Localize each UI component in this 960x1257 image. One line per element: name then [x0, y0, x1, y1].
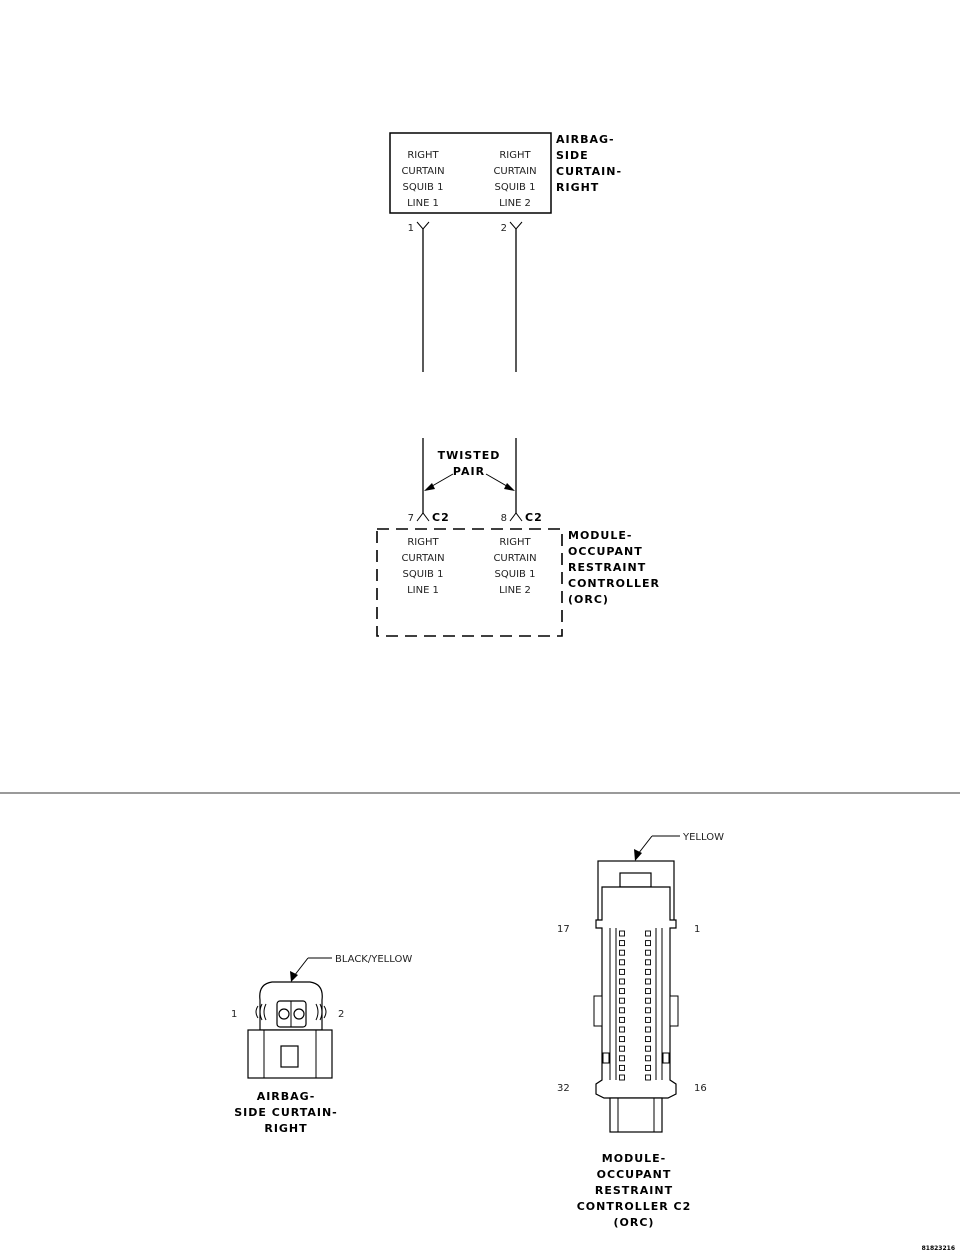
orc-pin-cavity [645, 1064, 651, 1071]
orc-pin8-label-line2: CURTAIN [493, 553, 536, 564]
airbag-pin1-label-line1: RIGHT [407, 150, 439, 161]
orc-pin-cavity [645, 930, 651, 937]
orc-pin-cavity [619, 1007, 625, 1014]
orc-caption-line4: CONTROLLER C2 [577, 1200, 692, 1213]
airbag-pin1-label-line4: LINE 1 [407, 198, 439, 209]
airbag-pin1-number: 1 [408, 223, 414, 234]
orc-caption-line5: (ORC) [614, 1216, 655, 1229]
airbag-caption-line3: RIGHT [264, 1122, 307, 1135]
orc-pin-cavity [619, 997, 625, 1004]
orc-pin7-terminal-icon [416, 512, 430, 522]
airbag-connector-pin2: 2 [338, 1009, 344, 1020]
orc-pin8-terminal-icon [509, 512, 523, 522]
orc-name-line1: MODULE- [568, 529, 632, 542]
airbag-component-name: AIRBAG- SIDE CURTAIN- RIGHT [556, 133, 622, 194]
orc-pin7-label-line3: SQUIB 1 [403, 569, 444, 580]
orc-pin-cavity [619, 1064, 625, 1071]
airbag-connector-pin1: 1 [231, 1009, 237, 1020]
twisted-pair-arrows [424, 473, 515, 491]
orc-pin8-connector: C2 [525, 511, 543, 524]
orc-pin-cavity [619, 959, 625, 966]
orc-connector-pin17: 17 [557, 924, 570, 935]
orc-pin-cavity [619, 978, 625, 985]
orc-pin8-label-line1: RIGHT [499, 537, 531, 548]
orc-pin-cavity [619, 988, 625, 995]
twisted-pair-label-line2: PAIR [453, 465, 485, 478]
orc-pin-cavity [619, 1036, 625, 1043]
airbag-caption-line2: SIDE CURTAIN- [234, 1106, 338, 1119]
airbag-pin1-terminal-icon [416, 221, 430, 230]
airbag-caption-line1: AIRBAG- [257, 1090, 316, 1103]
orc-name-line4: CONTROLLER [568, 577, 660, 590]
orc-connector-pin1: 1 [694, 924, 700, 935]
airbag-connector-caption: AIRBAG- SIDE CURTAIN- RIGHT [234, 1090, 338, 1135]
orc-pin-cavity [645, 1045, 651, 1052]
airbag-color-callout [290, 957, 332, 982]
orc-pin-cavity [645, 949, 651, 956]
orc-pin-cavity [645, 1055, 651, 1062]
orc-name-line2: OCCUPANT [568, 545, 643, 558]
orc-connector-pin32: 32 [557, 1083, 570, 1094]
orc-pin-cavity [619, 968, 625, 975]
airbag-name-line3: CURTAIN- [556, 165, 622, 178]
orc-pin-cavity [645, 1016, 651, 1023]
airbag-pin2-terminal-icon [509, 221, 523, 230]
orc-pin-cavity [645, 997, 651, 1004]
orc-name-line3: RESTRAINT [568, 561, 646, 574]
orc-pin-cavity [645, 1074, 651, 1081]
airbag-pin2-label-line2: CURTAIN [493, 166, 536, 177]
figure-id: 81823216 [922, 1245, 955, 1252]
orc-pin-cavity [645, 940, 651, 947]
airbag-connector-face-icon [247, 981, 333, 1079]
airbag-name-line2: SIDE [556, 149, 589, 162]
orc-connector-face-icon [593, 860, 679, 1133]
airbag-pin1-label-line3: SQUIB 1 [403, 182, 444, 193]
orc-pin8-label-line4: LINE 2 [499, 585, 531, 596]
orc-connector-color: YELLOW [682, 832, 724, 843]
orc-pin-cavity [645, 968, 651, 975]
orc-pin7-connector: C2 [432, 511, 450, 524]
airbag-pin2-label-line4: LINE 2 [499, 198, 531, 209]
orc-connector-pin16: 16 [694, 1083, 707, 1094]
orc-caption-line2: OCCUPANT [597, 1168, 672, 1181]
orc-color-callout [634, 835, 680, 861]
airbag-pin2-label-line1: RIGHT [499, 150, 531, 161]
orc-pin-cavity [645, 988, 651, 995]
orc-pin-cavities [619, 930, 651, 1081]
orc-pin-cavity [619, 949, 625, 956]
orc-pin-cavity [619, 1045, 625, 1052]
orc-pin7-label-line2: CURTAIN [401, 553, 444, 564]
orc-pin-cavity [645, 959, 651, 966]
orc-name-line5: (ORC) [568, 593, 609, 606]
orc-pin-cavity [645, 1026, 651, 1033]
orc-caption-line1: MODULE- [602, 1152, 666, 1165]
orc-pin-cavity [619, 1026, 625, 1033]
orc-component-box: RIGHT CURTAIN SQUIB 1 LINE 1 RIGHT CURTA… [376, 528, 563, 637]
airbag-pin1-label-line2: CURTAIN [401, 166, 444, 177]
orc-pin7-label-line4: LINE 1 [407, 585, 439, 596]
orc-caption-line3: RESTRAINT [595, 1184, 673, 1197]
orc-pin-cavity [645, 978, 651, 985]
orc-pin7-label-line1: RIGHT [407, 537, 439, 548]
orc-pin8-label-line3: SQUIB 1 [495, 569, 536, 580]
airbag-component-box: RIGHT CURTAIN SQUIB 1 LINE 1 RIGHT CURTA… [389, 132, 552, 214]
airbag-pin2-label-line3: SQUIB 1 [495, 182, 536, 193]
orc-pin-cavity [619, 1016, 625, 1023]
orc-pin-cavity [619, 1074, 625, 1081]
orc-pin-cavity [619, 930, 625, 937]
airbag-pin2-number: 2 [501, 223, 507, 234]
twisted-pair-label-line1: TWISTED [438, 449, 501, 462]
orc-connector-caption: MODULE- OCCUPANT RESTRAINT CONTROLLER C2… [577, 1152, 692, 1229]
orc-pin-cavity [645, 1007, 651, 1014]
orc-pin7-number: 7 [408, 513, 414, 524]
orc-component-name: MODULE- OCCUPANT RESTRAINT CONTROLLER (O… [568, 529, 660, 606]
orc-pin8-number: 8 [501, 513, 507, 524]
airbag-name-line1: AIRBAG- [556, 133, 615, 146]
airbag-name-line4: RIGHT [556, 181, 599, 194]
orc-pin-cavity [619, 1055, 625, 1062]
orc-pin-cavity [645, 1036, 651, 1043]
orc-pin-cavity [619, 940, 625, 947]
airbag-connector-color: BLACK/YELLOW [335, 954, 412, 965]
